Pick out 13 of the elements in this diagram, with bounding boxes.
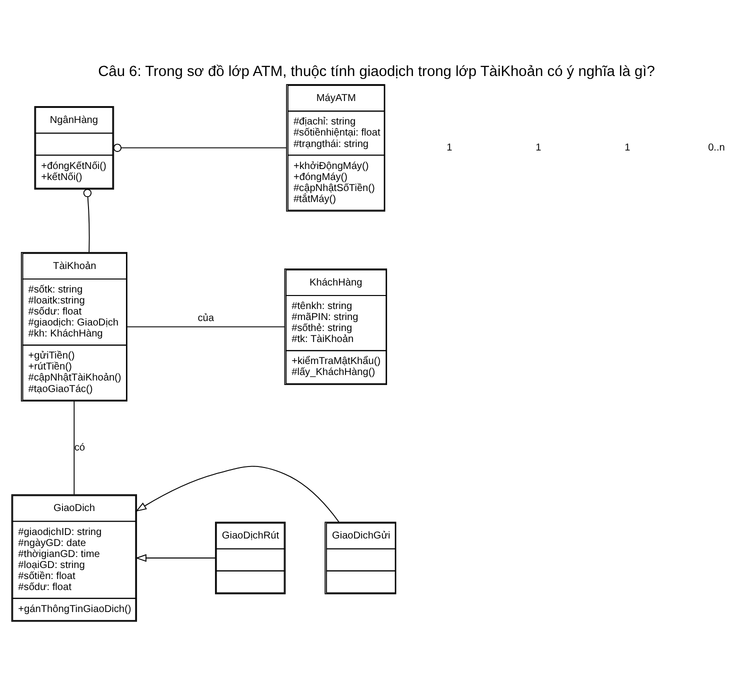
arrow xyxy=(136,466,340,523)
connector xyxy=(83,188,92,253)
connector xyxy=(113,144,287,152)
edge-label: của xyxy=(198,313,214,324)
label: 0..n xyxy=(708,142,725,154)
label: 1 xyxy=(624,142,630,154)
diagram-title: Câu 6: Trong sơ đồ lớp ATM, thuộc tính giaodịch trong lớp TàiKhoản có ý nghĩa là gì? xyxy=(98,64,655,80)
arrow xyxy=(135,554,216,562)
label: 1 xyxy=(536,142,542,154)
connector xyxy=(126,326,286,328)
connector xyxy=(74,400,75,495)
label: 1 xyxy=(446,142,452,154)
edge-label: có xyxy=(74,442,85,454)
